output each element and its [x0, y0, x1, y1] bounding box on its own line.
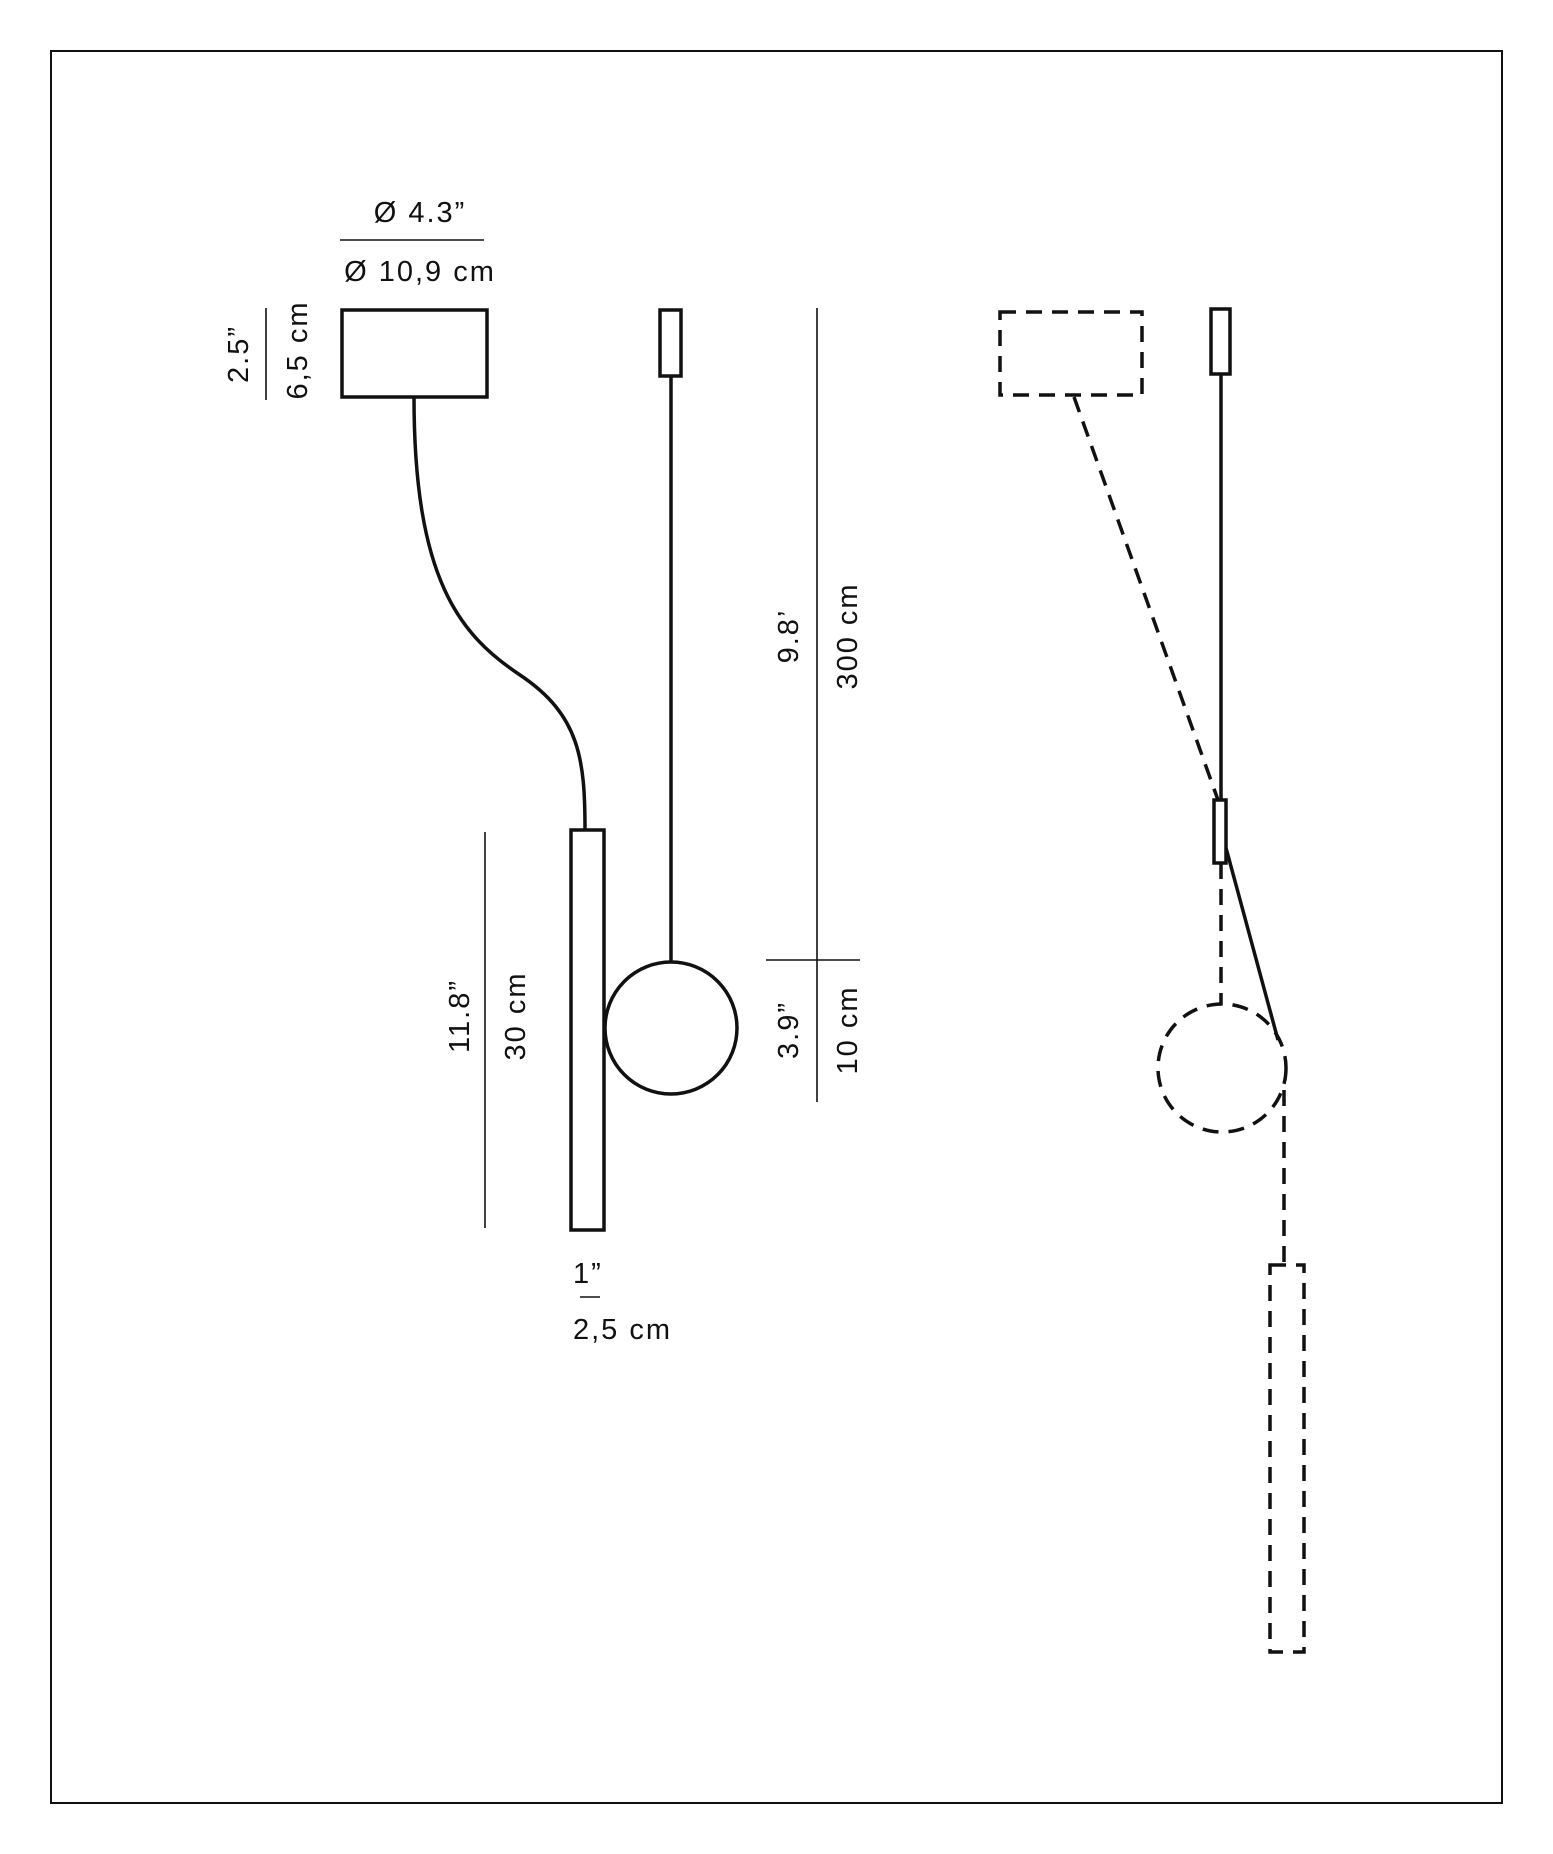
- canopy-diameter-cm-label: Ø 10,9 cm: [344, 256, 496, 288]
- globe-outline-dashed: [1156, 1002, 1288, 1134]
- cable-length-cm-label: 300 cm: [832, 582, 864, 689]
- globe: [603, 960, 739, 1096]
- cable-length-in-label: 9.8’: [773, 609, 805, 664]
- rod-mount-right: [1209, 307, 1232, 376]
- canopy-height-cm-label: 6,5 cm: [282, 300, 314, 399]
- tube-length-in-label: 11.8”: [444, 979, 476, 1053]
- canopy-height-in-label: 2.5”: [223, 325, 255, 383]
- tube-length-cm-label: 30 cm: [500, 972, 532, 1061]
- drawing-frame: [50, 50, 1503, 1804]
- tube-width-cm-label: 2,5 cm: [573, 1314, 672, 1346]
- curved-cable: [412, 396, 587, 831]
- canopy-box: [340, 308, 489, 399]
- globe-diameter-cm-label: 10 cm: [832, 986, 864, 1075]
- cable-dashed: [1072, 396, 1220, 801]
- left-view: Ø 4.3” Ø 10,9 cm 2.5” 6,5 cm 11.8” 30 cm…: [223, 197, 672, 1346]
- canopy-diameter-in-label: Ø 4.3”: [374, 197, 467, 229]
- middle-view: 9.8’ 300 cm 3.9” 10 cm: [603, 308, 864, 1102]
- light-tube: [569, 828, 606, 1232]
- canopy-outline-dashed: [998, 310, 1144, 397]
- connector: [1212, 798, 1228, 865]
- right-view: [998, 307, 1306, 1654]
- diagonal-rod: [1224, 847, 1280, 1041]
- globe-diameter-in-label: 3.9”: [773, 1001, 805, 1059]
- tube-outline-dashed: [1268, 1263, 1306, 1654]
- rod-mount: [658, 308, 683, 378]
- tube-width-in-label: 1”: [573, 1258, 603, 1290]
